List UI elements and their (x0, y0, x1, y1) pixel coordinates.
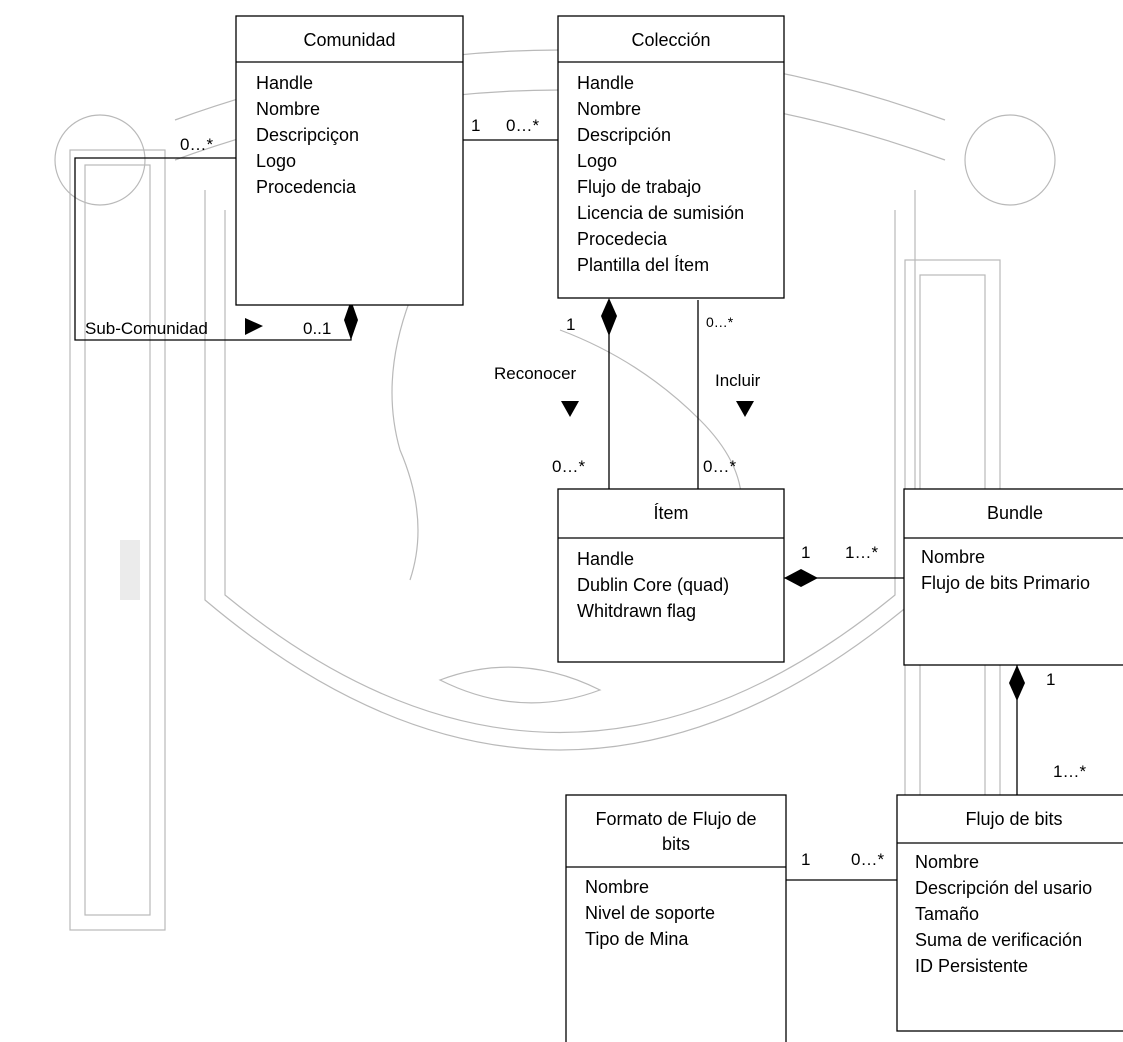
multiplicity-label: 1 (801, 543, 810, 562)
class-attribute: Nombre (921, 547, 985, 567)
sub-comunidad-arrow-icon (245, 318, 263, 335)
multiplicity-label: 1 (471, 116, 480, 135)
reconocer-diamond-icon (601, 298, 617, 336)
multiplicity-label: 0…* (180, 135, 213, 154)
relation-label: Sub-Comunidad (85, 319, 208, 338)
class-attribute: Dublin Core (quad) (577, 575, 729, 595)
class-coleccion: Colección Handle Nombre Descripción Logo… (557, 15, 785, 299)
multiplicity-label: 0..1 (303, 319, 331, 338)
multiplicity-label: 1…* (845, 543, 878, 562)
class-attribute: Tipo de Mina (585, 929, 689, 949)
class-bundle: Bundle Nombre Flujo de bits Primario (903, 488, 1123, 666)
class-attribute: Logo (256, 151, 296, 171)
class-attribute: Descripciçon (256, 125, 359, 145)
class-attribute: Nombre (915, 852, 979, 872)
class-attribute: Tamaño (915, 904, 979, 924)
item-bundle-diamond-icon (784, 569, 818, 587)
sub-comunidad-diamond-icon (344, 300, 358, 340)
class-attribute: Nombre (577, 99, 641, 119)
incluir-arrow-icon (736, 401, 754, 417)
class-attribute: Whitdrawn flag (577, 601, 696, 621)
class-attribute: Handle (577, 73, 634, 93)
class-attribute: Handle (577, 549, 634, 569)
class-attribute: Licencia de sumisión (577, 203, 744, 223)
class-title: Formato de Flujo de (595, 809, 756, 829)
multiplicity-label: 1…* (1053, 762, 1086, 781)
class-title: Bundle (987, 503, 1043, 523)
class-attribute: Nivel de soporte (585, 903, 715, 923)
class-attribute: Handle (256, 73, 313, 93)
reconocer-arrow-icon (561, 401, 579, 417)
class-title: bits (662, 834, 690, 854)
class-attribute: Nombre (256, 99, 320, 119)
multiplicity-label: 0…* (706, 314, 734, 330)
multiplicity-label: 0…* (851, 850, 884, 869)
multiplicity-label: 1 (801, 850, 810, 869)
multiplicity-label: 0…* (703, 457, 736, 476)
class-flujo-de-bits: Flujo de bits Nombre Descripción del usa… (896, 794, 1123, 1032)
multiplicity-label: 1 (566, 315, 575, 334)
class-attribute: Plantilla del Ítem (577, 255, 709, 275)
class-attribute: Descripción del usario (915, 878, 1092, 898)
class-attribute: Nombre (585, 877, 649, 897)
multiplicity-label: 1 (1046, 670, 1055, 689)
class-title: Comunidad (303, 30, 395, 50)
class-attribute: Flujo de bits Primario (921, 573, 1090, 593)
class-attribute: Logo (577, 151, 617, 171)
class-attribute: Descripción (577, 125, 671, 145)
class-formato-flujo-de-bits: Formato de Flujo de bits Nombre Nivel de… (565, 794, 787, 1042)
class-attribute: Suma de verificación (915, 930, 1082, 950)
class-attribute: ID Persistente (915, 956, 1028, 976)
class-item: Ítem Handle Dublin Core (quad) Whitdrawn… (557, 488, 785, 663)
multiplicity-label: 0…* (552, 457, 585, 476)
class-title: Flujo de bits (965, 809, 1062, 829)
class-title: Colección (631, 30, 710, 50)
class-comunidad: Comunidad Handle Nombre Descripciçon Log… (235, 15, 464, 306)
relation-label: Reconocer (494, 364, 577, 383)
multiplicity-label: 0…* (506, 116, 539, 135)
relation-label: Incluir (715, 371, 761, 390)
bundle-flujo-diamond-icon (1009, 665, 1025, 701)
class-attribute: Procedecia (577, 229, 668, 249)
class-attribute: Flujo de trabajo (577, 177, 701, 197)
class-title: Ítem (653, 503, 688, 523)
class-attribute: Procedencia (256, 177, 357, 197)
